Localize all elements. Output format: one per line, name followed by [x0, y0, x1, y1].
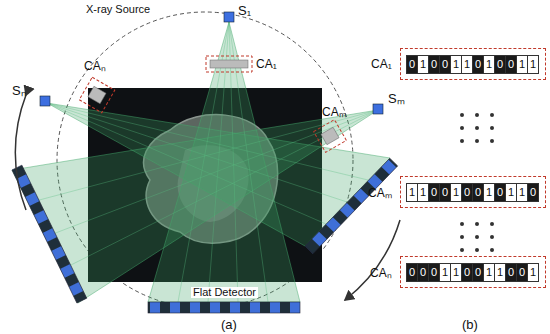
code-cell: 1 [527, 55, 539, 74]
aperture-label: CA₁ [256, 58, 277, 70]
source-label: Sₙ [12, 84, 26, 97]
dashed-frame: 000110011001 [400, 256, 546, 288]
aperture-name: CAₙ [370, 264, 392, 281]
code-cell: 1 [527, 263, 539, 282]
caption-label: X-ray Source [86, 4, 150, 15]
dashed-frame: 010011010011 [400, 48, 546, 80]
source-label: Sₘ [388, 92, 405, 105]
dashed-frame: 110010010110 [400, 176, 546, 208]
panel-label: (a) [221, 318, 237, 331]
detector-label: Flat Detector [191, 287, 258, 298]
aperture-code: 110010010110 CAₘ [0, 176, 550, 208]
source-label: S₁ [238, 4, 251, 17]
aperture-label: CAₙ [84, 60, 106, 72]
aperture-code: 000110011001 CAₙ [0, 256, 550, 288]
aperture-name: CAₘ [368, 184, 392, 201]
aperture-name: CA₁ [371, 57, 392, 71]
panel-label: (b) [462, 318, 478, 331]
aperture-label: CAₘ [322, 106, 346, 118]
aperture-code: 010011010011 CA₁ [0, 48, 550, 80]
code-cell: 0 [527, 183, 539, 202]
